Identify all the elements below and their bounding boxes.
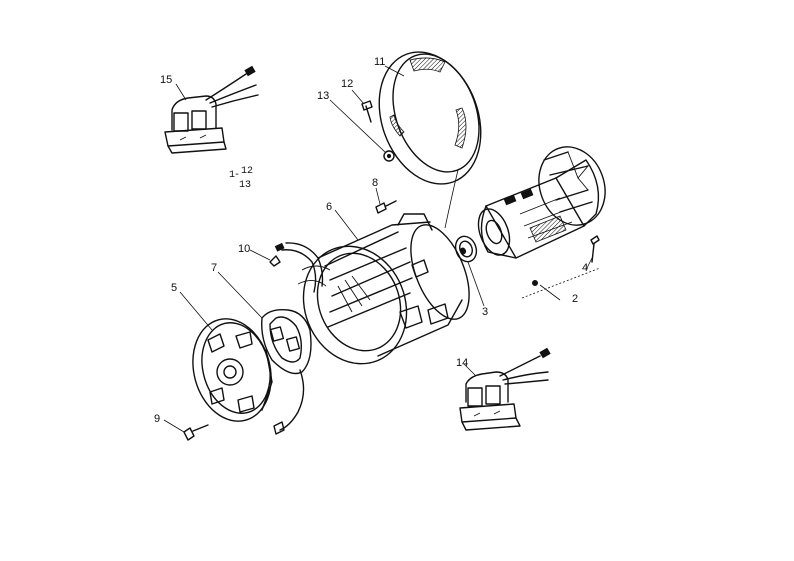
part-range-note: 1 - 12 13 (229, 166, 253, 191)
label-10: 10 (238, 243, 250, 255)
label-3: 3 (482, 306, 488, 318)
part-14-capacitor-block (459, 347, 551, 431)
label-2: 2 (572, 293, 578, 305)
label-4: 4 (582, 262, 588, 274)
part-9-bolt (183, 424, 209, 441)
leader-lines (163, 65, 593, 433)
part-6-stator-housing (297, 213, 470, 365)
label-9: 9 (154, 413, 160, 425)
part-7-brush-holder (261, 308, 312, 435)
part-11-shroud-band (378, 51, 482, 229)
part-4-key-pin (590, 235, 600, 263)
note-prefix: 1 (229, 170, 235, 181)
label-11: 11 (374, 56, 385, 68)
note-dash: - (234, 170, 240, 181)
part-13-nut (383, 150, 395, 162)
note-range-end: 12 (241, 166, 253, 177)
part-12-screw (361, 100, 373, 123)
part-5-end-bracket (192, 318, 273, 422)
label-14: 14 (456, 357, 468, 369)
label-8: 8 (372, 177, 378, 189)
part-10-lead-wires (269, 242, 324, 293)
label-6: 6 (326, 201, 332, 213)
label-13: 13 (317, 90, 329, 102)
part-3-bearing (454, 235, 478, 263)
label-5: 5 (171, 282, 177, 294)
note-second-value: 13 (239, 180, 251, 191)
part-15-capacitor-block (164, 65, 259, 154)
label-15: 15 (160, 74, 172, 86)
part-8-screw (375, 200, 397, 214)
part-2-rotor-assembly (477, 146, 606, 301)
label-12: 12 (341, 78, 353, 90)
label-7: 7 (211, 262, 217, 274)
